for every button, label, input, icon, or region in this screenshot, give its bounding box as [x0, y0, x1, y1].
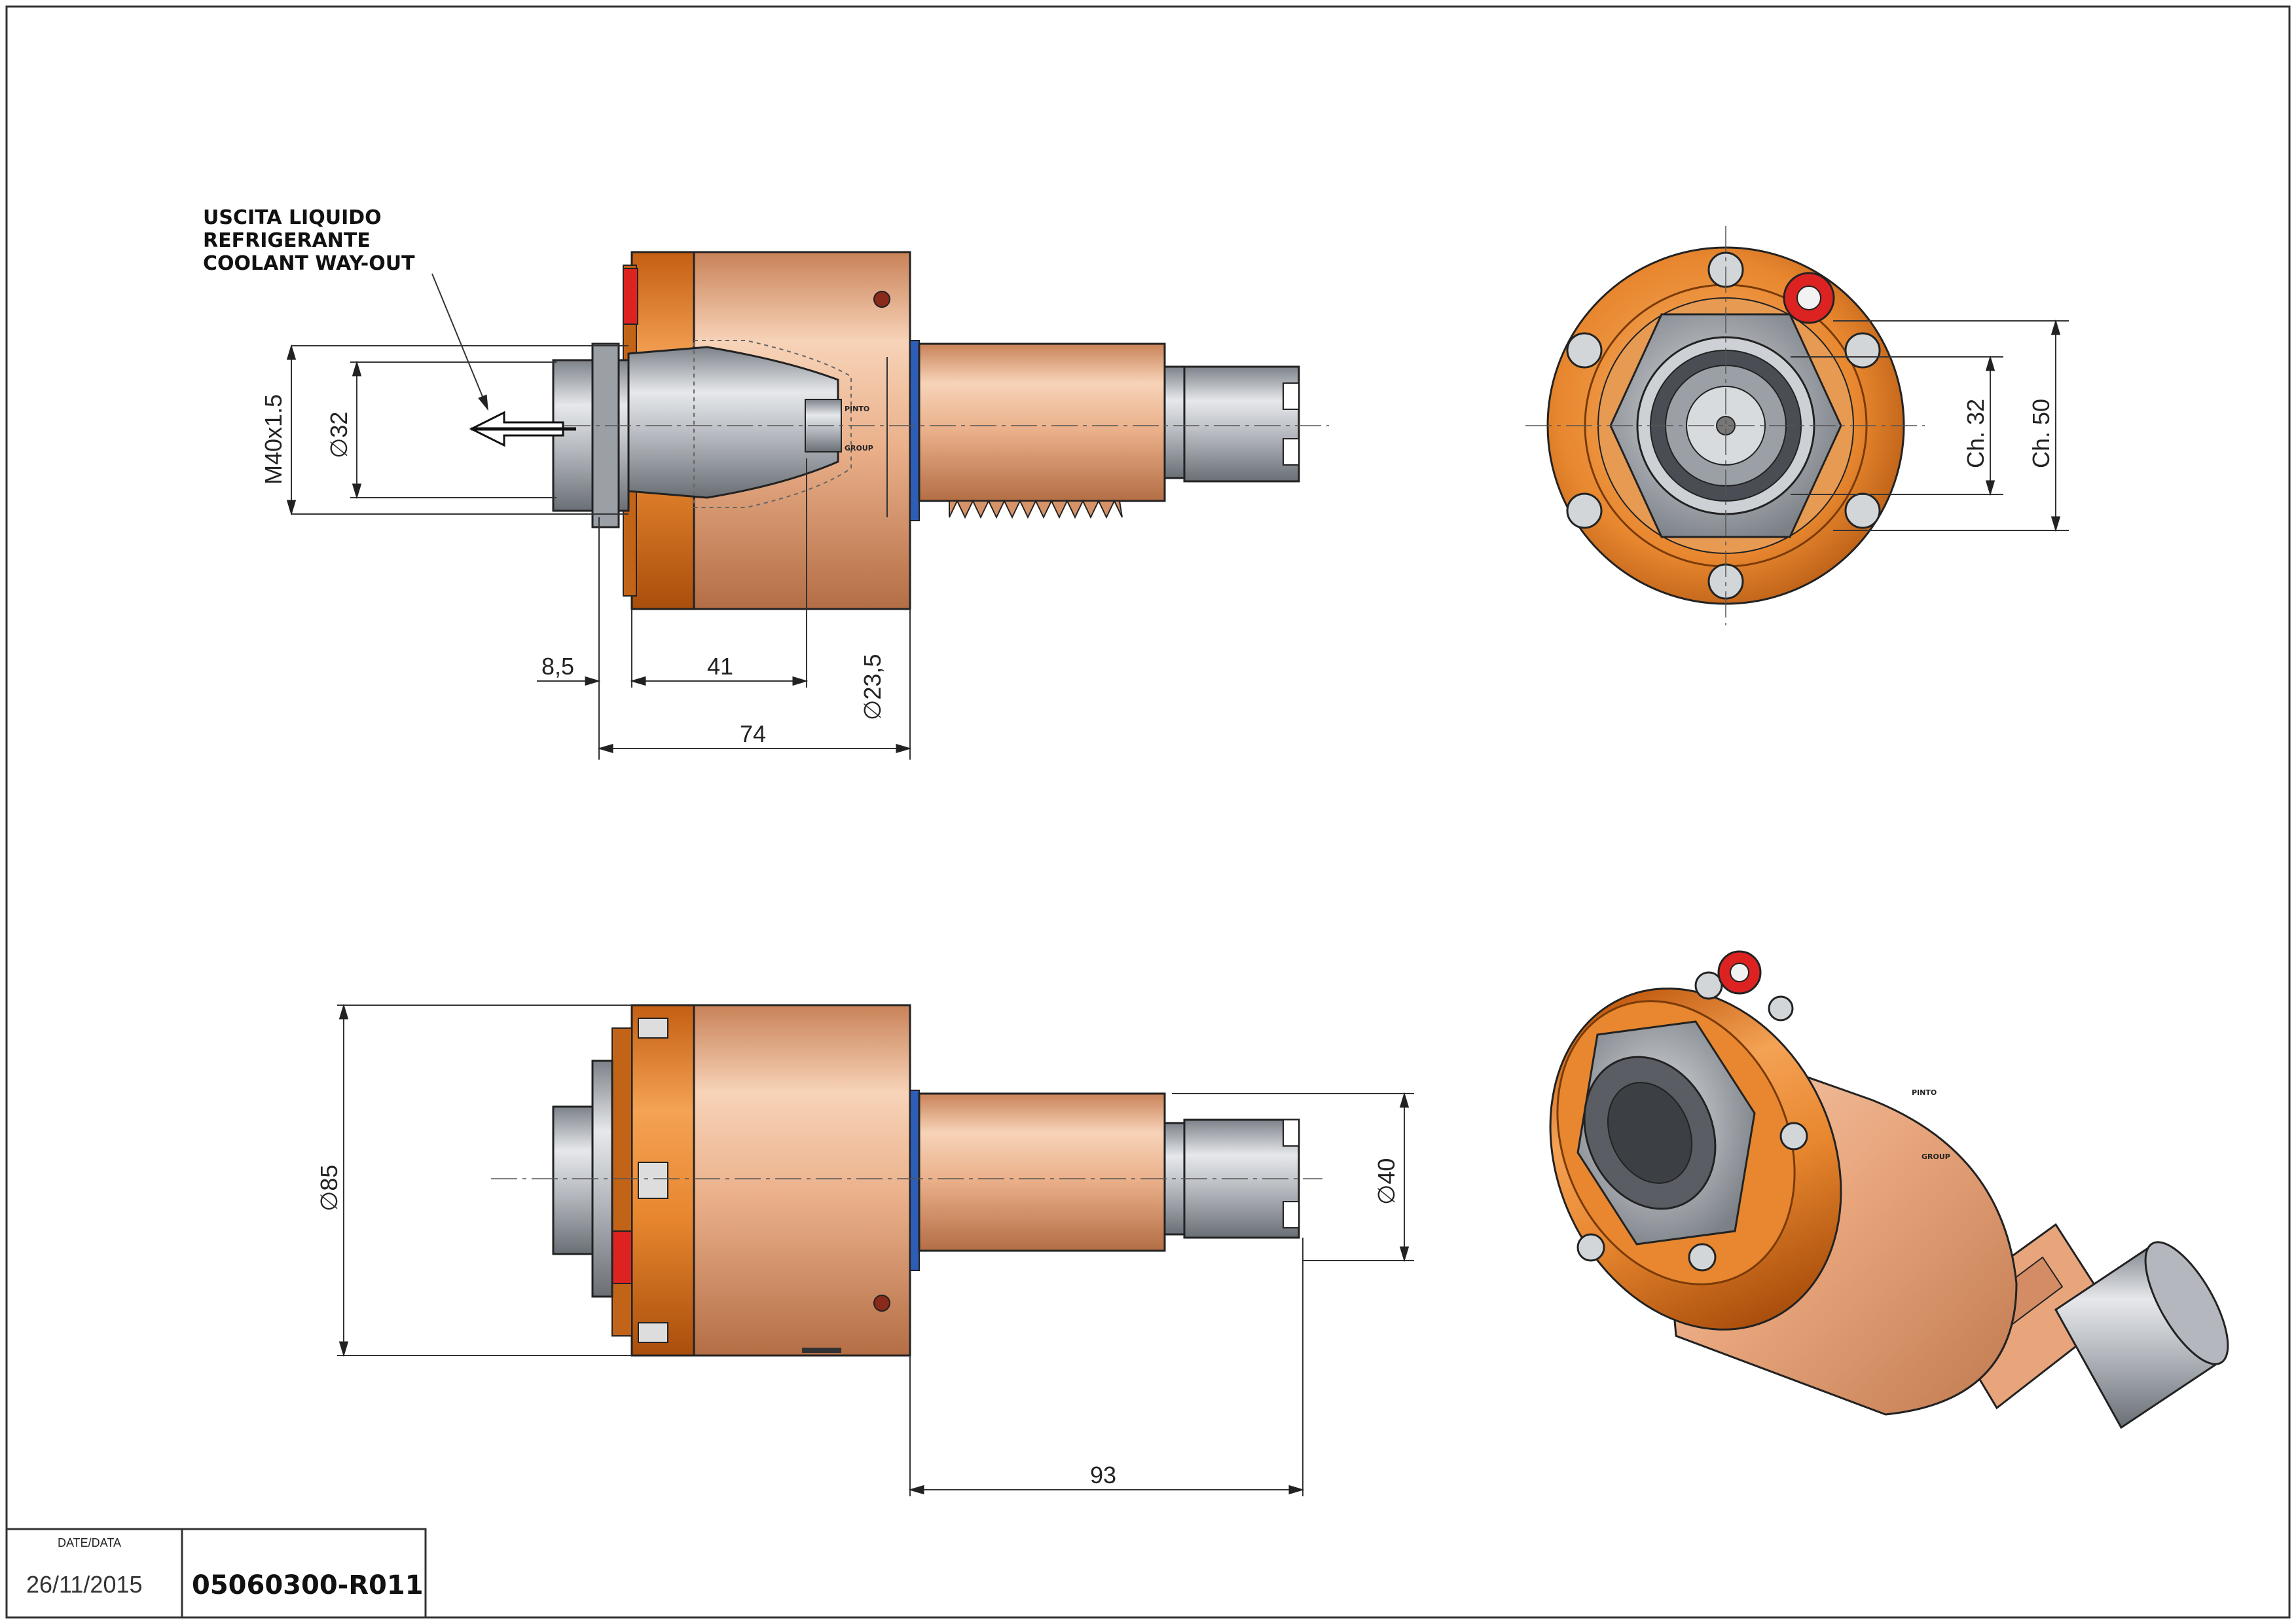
- dim-thread: M40x1.5: [260, 394, 287, 485]
- isometric-view: PINTO GROUP: [1549, 950, 2229, 1430]
- dim-body-diam: ∅85: [316, 1165, 342, 1211]
- drawing-code: 05060300-R011: [192, 1570, 424, 1600]
- dim-bore-diam: ∅32: [325, 412, 352, 458]
- coolant-note-line3: COOLANT WAY-OUT: [203, 252, 415, 275]
- side-view: ∅85 ∅40 93: [316, 1003, 1414, 1496]
- dim-shaft-diam: ∅40: [1373, 1158, 1400, 1205]
- hex-bolt-icon: [1694, 971, 1723, 1000]
- dim-offset: 8,5: [541, 653, 574, 680]
- dim-depth: 41: [707, 653, 733, 680]
- coolant-note-line1: USCITA LIQUIDO: [203, 206, 382, 229]
- side-shank: [918, 1092, 1166, 1252]
- sheet-border: [5, 5, 2291, 1619]
- red-plug-icon: [623, 268, 638, 325]
- red-plug-icon: [611, 1230, 632, 1284]
- brand-mark-1: PINTO: [845, 405, 869, 413]
- side-main-body: [693, 1004, 911, 1357]
- date-label: DATE/DATA: [58, 1536, 121, 1549]
- front-view: Ch. 32 Ch. 50: [1525, 226, 2069, 625]
- collet-section: [627, 346, 839, 499]
- hex-bolt-icon: [873, 291, 890, 308]
- iso-brand-mark-2: GROUP: [1922, 1153, 1950, 1161]
- dim-length: 74: [740, 720, 766, 747]
- iso-brand-mark-1: PINTO: [1912, 1088, 1937, 1097]
- side-o-ring: [909, 1090, 920, 1271]
- dim-shaft-length: 93: [1090, 1462, 1116, 1488]
- coolant-note-line2: REFRIGERANTE: [203, 229, 371, 252]
- date-value: 26/11/2015: [26, 1571, 143, 1598]
- title-block: DATE/DATA 26/11/2015 05060300-R011: [5, 1528, 427, 1619]
- shank: [918, 342, 1166, 502]
- side-nut: [552, 1105, 594, 1255]
- dim-wrench-32: Ch. 32: [1962, 399, 1989, 468]
- dim-wrench-50: Ch. 50: [2028, 399, 2054, 468]
- dim-shank-diam: ∅23,5: [859, 654, 886, 720]
- drive-spigot: [1183, 365, 1300, 483]
- top-section-view: PINTO GROUP USCITA LIQUIDO REFRIGERANTE …: [203, 206, 1329, 760]
- o-ring: [909, 340, 920, 521]
- brand-mark-2: GROUP: [845, 444, 873, 452]
